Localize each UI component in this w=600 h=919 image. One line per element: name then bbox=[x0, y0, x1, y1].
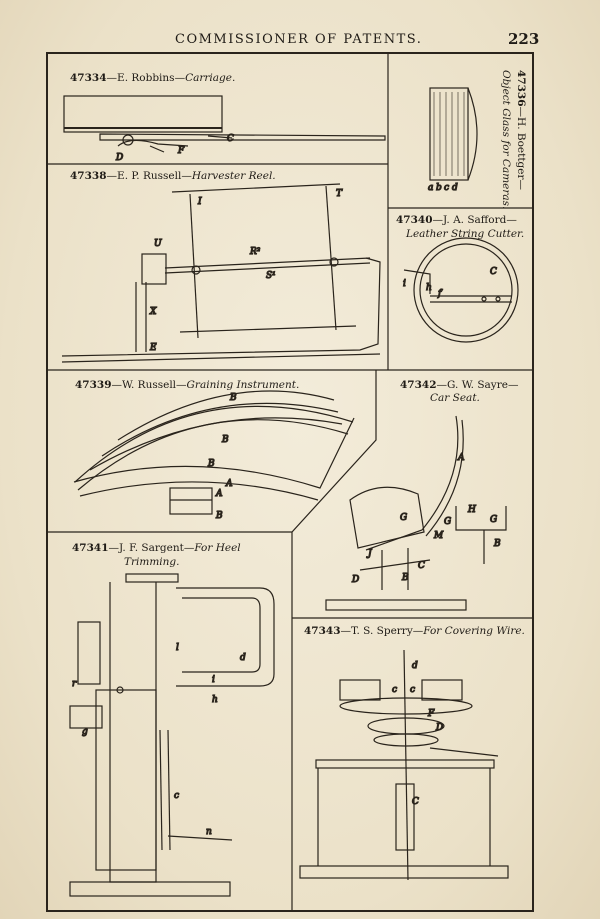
letter-sayre-m: M bbox=[433, 531, 444, 541]
letter-grain-b3: B bbox=[207, 459, 215, 469]
caption-47342: 47342—G. W. Sayre— bbox=[400, 379, 519, 391]
letter-grain-b2: B bbox=[221, 435, 229, 445]
letter-sayre-j: J bbox=[366, 549, 373, 559]
drawing-wire-covering bbox=[299, 649, 509, 881]
letter-safford-h: h bbox=[426, 283, 432, 293]
letter-grain-b1: B bbox=[229, 393, 237, 403]
letter-sayre-a: A bbox=[457, 453, 465, 463]
letter-sayre-b2: B bbox=[401, 573, 409, 583]
letter-sperry-c1: c bbox=[392, 685, 397, 695]
drawing-heel-trimmer bbox=[69, 573, 275, 897]
letter-sargent-r: r bbox=[72, 679, 77, 689]
letter-grain-a1: A bbox=[225, 479, 233, 489]
letter-boettger-c: c bbox=[444, 183, 449, 193]
drawing-graining-instrument bbox=[73, 390, 355, 515]
letter-reel-i: I bbox=[197, 197, 202, 207]
letter-robbins-d: D bbox=[115, 153, 123, 163]
letter-sargent-i: i bbox=[212, 675, 215, 685]
letter-sargent-g: g bbox=[82, 727, 88, 737]
page-number: 223 bbox=[508, 30, 540, 48]
letter-boettger-b: b bbox=[436, 183, 442, 193]
letter-sperry-c2: c bbox=[410, 685, 415, 695]
caption-47343: 47343—T. S. Sperry—For Covering Wire. bbox=[304, 625, 525, 637]
caption-47340: 47340—J. A. Safford— bbox=[396, 214, 517, 226]
letter-robbins-c: C bbox=[227, 134, 234, 144]
letter-safford-c: C bbox=[490, 267, 497, 277]
caption-47338: 47338—E. P. Russell—Harvester Reel. bbox=[70, 170, 276, 182]
caption-47339: 47339—W. Russell—Graining Instrument. bbox=[75, 379, 300, 391]
letter-sargent-n: n bbox=[206, 827, 212, 837]
drawing-carriage bbox=[63, 95, 386, 153]
running-head: COMMISSIONER OF PATENTS. bbox=[175, 32, 423, 47]
letter-grain-a2: A bbox=[215, 489, 223, 499]
drawing-harvester-reel bbox=[61, 183, 381, 363]
caption-47334: 47334—E. Robbins—Carriage. bbox=[70, 72, 236, 84]
letter-sperry-f: F bbox=[427, 709, 435, 719]
caption-47340-title: Leather String Cutter. bbox=[406, 228, 525, 240]
letter-reel-x: X bbox=[149, 307, 157, 317]
letter-reel-s1: S¹ bbox=[266, 271, 276, 281]
letter-sargent-l: l bbox=[176, 643, 179, 653]
letter-sayre-h: H bbox=[467, 505, 476, 515]
letter-reel-r2: R² bbox=[249, 247, 261, 257]
caption-47342-title: Car Seat. bbox=[430, 392, 480, 404]
letter-sayre-b1: B bbox=[493, 539, 501, 549]
letter-sperry-c3: C bbox=[412, 797, 419, 807]
letter-sayre-g2: G bbox=[444, 517, 451, 527]
letter-sayre-c: C bbox=[418, 561, 425, 571]
letter-boettger-a: a bbox=[428, 183, 433, 193]
drawing-object-glass bbox=[429, 87, 478, 181]
drawing-car-seat bbox=[325, 415, 507, 611]
panel-dividers bbox=[47, 53, 533, 911]
letter-sayre-g3: G bbox=[490, 515, 497, 525]
caption-47341: 47341—J. F. Sargent—For Heel bbox=[72, 542, 241, 554]
letter-robbins-f: F bbox=[177, 146, 185, 156]
letter-reel-t: T bbox=[336, 189, 343, 199]
letter-sperry-dd: D bbox=[435, 723, 443, 733]
letter-safford-f: f bbox=[437, 289, 443, 299]
letter-sayre-d: D bbox=[351, 575, 359, 585]
caption-47341-title: Trimming. bbox=[124, 556, 180, 568]
letter-boettger-d: d bbox=[452, 183, 458, 193]
letter-reel-u: U bbox=[154, 239, 162, 249]
letter-grain-b4: B bbox=[215, 511, 223, 521]
letter-safford-i: i bbox=[403, 279, 406, 289]
drawing-string-cutter bbox=[403, 237, 519, 343]
plate-frame bbox=[46, 52, 534, 912]
letter-sperry-d: d bbox=[412, 661, 418, 671]
letter-sargent-d: d bbox=[240, 653, 246, 663]
letter-sargent-h: h bbox=[212, 695, 218, 705]
letter-sargent-c: c bbox=[174, 791, 179, 801]
letter-sayre-g1: G bbox=[400, 513, 407, 523]
letter-reel-e: E bbox=[149, 343, 157, 353]
